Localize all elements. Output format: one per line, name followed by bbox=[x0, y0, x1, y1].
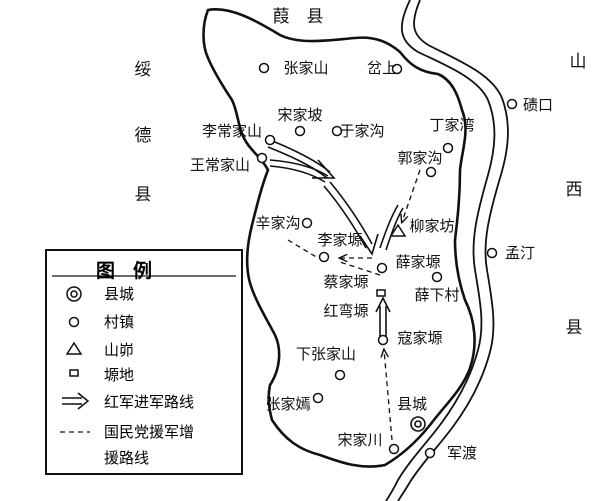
village-wangchang-marker bbox=[256, 152, 268, 164]
legend-kmt-route-label-2: 援路线 bbox=[104, 449, 150, 467]
region-label-shanxi-2: 西 bbox=[565, 180, 583, 200]
village-chashang-marker bbox=[391, 63, 403, 75]
village-dingjiawan-marker bbox=[442, 142, 454, 154]
red-army-route-south bbox=[323, 181, 379, 256]
place-zhangjiashan: 张家山 bbox=[283, 59, 329, 77]
region-label-suide-3: 县 bbox=[134, 185, 152, 205]
plateau-marker bbox=[376, 289, 386, 297]
place-chashang: 岔上 bbox=[366, 59, 398, 77]
village-zhangjiashan-marker bbox=[258, 62, 270, 74]
mountain-pass-marker bbox=[389, 223, 407, 237]
legend-symbols bbox=[65, 286, 83, 377]
village-xuexiacun-marker bbox=[431, 271, 443, 283]
region-label-shanxi-3: 县 bbox=[565, 318, 583, 338]
red-army-route-xuejia bbox=[379, 204, 404, 251]
legend-kmt-route-label-1: 国民党援军增 bbox=[104, 423, 195, 441]
place-xuejiayuan: 薛家塬 bbox=[395, 253, 441, 271]
river-bank-west bbox=[385, 0, 496, 501]
place-songjiapo: 宋家坡 bbox=[277, 106, 323, 124]
region-label-shanxi-1: 山 bbox=[569, 52, 587, 72]
place-zhangjiayan: 张家嫣 bbox=[265, 395, 311, 413]
village-zhangjiayan-marker bbox=[312, 392, 324, 404]
region-label-jiaxian: 葭 县 bbox=[272, 7, 324, 27]
legend-mountain-label: 山峁 bbox=[104, 341, 135, 359]
place-jundu: 军渡 bbox=[446, 444, 478, 462]
legend-box bbox=[45, 249, 243, 475]
village-xiazhangjiashan-marker bbox=[334, 369, 346, 381]
legend-title: 图例 bbox=[96, 260, 171, 282]
place-lichangjiashan: 李常家山 bbox=[201, 122, 263, 140]
place-dingjiawan: 丁家湾 bbox=[429, 116, 475, 134]
legend-county-label: 县城 bbox=[104, 285, 135, 303]
place-xiancheng: 县城 bbox=[396, 395, 428, 413]
legend-red-route-label: 红军进军路线 bbox=[104, 393, 195, 411]
kmt-route-lines bbox=[287, 169, 421, 441]
village-yujiagou-marker bbox=[331, 125, 343, 137]
village-koujiayuan-marker bbox=[377, 334, 389, 346]
place-wangchangjiashan: 王常家山 bbox=[189, 156, 251, 174]
place-hongwanyuan: 红弯塬 bbox=[323, 302, 369, 320]
place-lijiayuan: 李家塬 bbox=[317, 231, 363, 249]
place-yujiagou: 于家沟 bbox=[339, 122, 385, 140]
village-xinjiagou-marker bbox=[301, 217, 313, 229]
village-qikou-marker bbox=[506, 98, 518, 110]
legend-village-icon bbox=[68, 316, 80, 328]
village-songjiachuan-marker bbox=[388, 443, 400, 455]
region-label-suide-1: 绥 bbox=[134, 60, 152, 80]
legend-mountain-icon bbox=[65, 341, 83, 355]
county-town-marker bbox=[410, 416, 426, 432]
region-label-suide-2: 德 bbox=[134, 126, 152, 146]
place-liujiafang: 柳家坊 bbox=[409, 217, 455, 235]
place-caijiayuan: 蔡家塬 bbox=[323, 273, 369, 291]
place-koujiayuan: 寇家塬 bbox=[397, 329, 443, 347]
village-mengding-marker bbox=[486, 247, 498, 259]
village-lijiayuan-marker bbox=[318, 251, 330, 263]
legend-plateau-label: 塬地 bbox=[104, 366, 135, 384]
place-mengding: 孟汀 bbox=[504, 244, 536, 262]
place-xuexiacun: 薛下村 bbox=[414, 286, 460, 304]
county-boundary bbox=[202, 8, 476, 468]
village-guojiagou-marker bbox=[425, 166, 437, 178]
place-guojiagou: 郭家沟 bbox=[397, 149, 443, 167]
village-xuejiayuan-marker bbox=[376, 262, 388, 274]
red-army-route-hongwan bbox=[375, 296, 391, 338]
place-xiazhangjiashan: 下张家山 bbox=[295, 345, 357, 363]
legend-red-route-icon bbox=[62, 392, 90, 410]
legend-village-label: 村镇 bbox=[104, 313, 135, 331]
village-markers bbox=[256, 62, 518, 459]
place-xinjiagou: 辛家沟 bbox=[255, 214, 301, 232]
red-army-route-wangchang bbox=[269, 159, 329, 183]
legend-plateau-icon bbox=[69, 369, 79, 377]
village-lichang-marker bbox=[264, 134, 276, 146]
place-songjiachuan: 宋家川 bbox=[337, 431, 383, 449]
village-jundu-marker bbox=[424, 447, 436, 459]
village-songjiapo-marker bbox=[294, 125, 306, 137]
place-qikou: 碛口 bbox=[522, 96, 554, 114]
